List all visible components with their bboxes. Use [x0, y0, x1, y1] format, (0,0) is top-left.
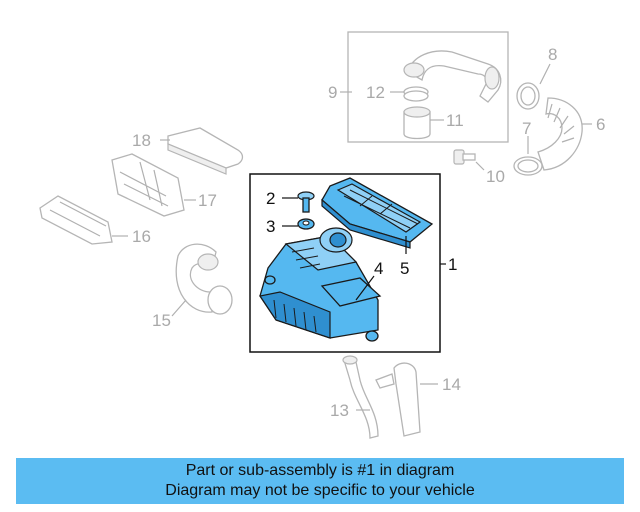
banner-line-1: Part or sub-assembly is #1 in diagram — [185, 462, 455, 479]
callout-12: 12 — [366, 83, 385, 102]
duct-part-16 — [39, 195, 113, 245]
callout-10: 10 — [486, 167, 505, 186]
clamp-part-8 — [516, 82, 540, 110]
callout-18: 18 — [132, 131, 151, 150]
intake-duct-part — [403, 50, 502, 103]
grommet-part-3 — [297, 218, 315, 230]
hose-part-15 — [175, 243, 233, 315]
subassembly-frame-9 — [347, 31, 509, 143]
leader-lines-hi — [282, 197, 446, 301]
hose-part-11 — [403, 106, 431, 140]
callout-3: 3 — [266, 217, 275, 236]
callout-8: 8 — [548, 45, 557, 64]
lid-part-5 — [321, 177, 434, 249]
bracket-part-17 — [111, 153, 185, 217]
callout-17: 17 — [198, 191, 217, 210]
callout-16: 16 — [132, 227, 151, 246]
callout-13: 13 — [330, 401, 349, 420]
parts-diagram: 1 2 3 4 5 6 7 8 9 10 11 12 13 14 15 16 1… — [39, 31, 605, 439]
callout-5: 5 — [400, 259, 409, 278]
callout-14: 14 — [442, 375, 461, 394]
clamp-part-12 — [403, 86, 429, 102]
airbox-housing-part-1 — [259, 227, 382, 342]
callout-15: 15 — [152, 311, 171, 330]
callout-6: 6 — [596, 115, 605, 134]
leader-lines-dim — [112, 63, 592, 411]
callout-4: 4 — [374, 259, 383, 278]
callout-7: 7 — [522, 119, 531, 138]
callout-2: 2 — [266, 189, 275, 208]
banner-line-2: Diagram may not be specific to your vehi… — [165, 482, 475, 499]
info-banner: Part or sub-assembly is #1 in diagram Di… — [16, 458, 624, 504]
cover-part-18 — [167, 127, 244, 175]
callout-11: 11 — [446, 111, 464, 130]
highlight-frame — [249, 173, 441, 353]
bolt-part-10 — [453, 149, 476, 165]
screw-part-2 — [297, 191, 315, 213]
callout-1: 1 — [448, 255, 457, 274]
clamp-part-7 — [513, 156, 543, 176]
hose-part-6 — [537, 97, 583, 171]
callout-9: 9 — [328, 83, 337, 102]
tube-part-13 — [342, 355, 379, 439]
hose-part-14 — [375, 362, 421, 437]
